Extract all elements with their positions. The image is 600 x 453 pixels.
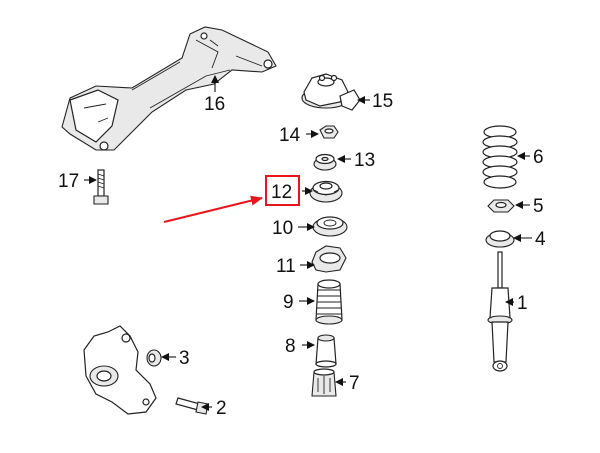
part-15-strut-mount [301, 73, 361, 111]
callout-labels: 1 2 3 4 5 6 7 8 9 10 11 12 13 14 15 16 1… [58, 91, 546, 419]
highlight-box [265, 175, 300, 206]
callout-5: 5 [533, 196, 544, 217]
part-4-lower-insulator [485, 230, 515, 248]
part-12-upper-seat [309, 180, 343, 203]
part-14-nut [319, 125, 339, 139]
part-2-bolt [175, 397, 209, 415]
part-10-spring-seat [312, 216, 348, 237]
part-1-strut [487, 251, 513, 372]
callout-13: 13 [354, 150, 375, 171]
callout-3: 3 [179, 348, 190, 369]
callout-15: 15 [372, 91, 393, 112]
part-9-dust-boot [315, 279, 343, 325]
highlight-arrow [163, 195, 263, 223]
part-11-insulator [311, 245, 347, 273]
callout-12: 12 [271, 182, 292, 203]
callout-1: 1 [517, 293, 528, 314]
part-16-crossmember [61, 26, 277, 151]
part-6-coil-spring [482, 125, 518, 189]
part-8-bump-stop [315, 334, 337, 368]
part-17-bolt [93, 169, 109, 205]
callout-14: 14 [279, 125, 301, 146]
callout-10: 10 [272, 218, 293, 239]
leader-lines [84, 75, 532, 411]
steering-knuckle [83, 325, 157, 415]
callout-4: 4 [535, 229, 546, 250]
callout-11: 11 [276, 256, 296, 277]
part-3-bushing [146, 349, 162, 367]
part-5-spring-seat [487, 199, 515, 213]
highlight-group [163, 175, 300, 223]
callout-2: 2 [216, 398, 227, 419]
callout-7: 7 [349, 373, 360, 394]
callout-9: 9 [283, 292, 294, 313]
callout-17: 17 [58, 171, 79, 192]
callout-6: 6 [533, 147, 544, 168]
callout-16: 16 [204, 94, 225, 115]
callout-8: 8 [285, 336, 296, 357]
part-7-lower-bumper [311, 368, 337, 397]
part-13-bushing [313, 153, 337, 171]
